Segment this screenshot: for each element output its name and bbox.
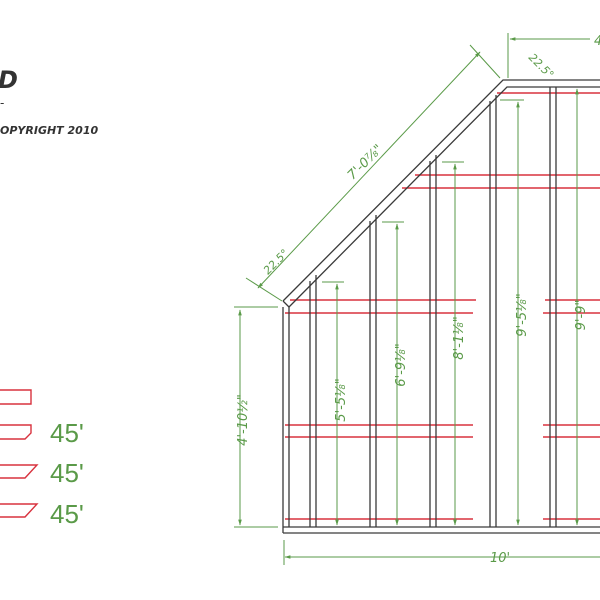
copyright-text: OPYRIGHT 2010 <box>0 124 99 137</box>
dim-angle-bottom: 22.5° <box>261 247 291 277</box>
bottom-plate <box>283 526 600 534</box>
cut-angle-label: 45' <box>50 458 84 488</box>
dim-stud-5: 9'-9" <box>574 300 589 331</box>
cut-piece-45-3 <box>0 503 39 518</box>
cut-piece-square <box>0 389 32 405</box>
drawing-title-fragment: D <box>0 66 18 94</box>
stud <box>309 275 317 527</box>
subtitle-fragment: - <box>0 96 5 110</box>
stud <box>489 95 497 527</box>
stud <box>429 155 437 527</box>
dim-top-partial: 4 <box>594 34 600 49</box>
cut-piece-45-1 <box>0 424 32 440</box>
dimension-lines <box>234 33 600 565</box>
left-end-post <box>282 307 290 533</box>
cut-angle-label: 45' <box>50 418 84 448</box>
dim-left-wall-height: 4'-10½" <box>236 394 251 446</box>
stud <box>369 215 377 527</box>
dim-rafter-length: 7'-0⅞" <box>345 142 386 183</box>
blocking-lines <box>285 92 600 520</box>
stud <box>549 87 557 527</box>
dim-stud-4: 9'-5⅛" <box>515 293 530 336</box>
dim-stud-3: 8'-1⅛" <box>452 316 467 359</box>
dim-stud-1: 5'-5⅛" <box>334 378 349 421</box>
dim-angle-top: 22.5° <box>526 51 556 81</box>
cut-piece-45-2 <box>0 464 39 479</box>
wall-frame <box>282 79 600 534</box>
rafter <box>282 79 600 308</box>
dim-width: 10' <box>490 551 510 566</box>
cut-angle-label: 45' <box>50 499 84 529</box>
dim-stud-2: 6'-9⅛" <box>394 343 409 386</box>
